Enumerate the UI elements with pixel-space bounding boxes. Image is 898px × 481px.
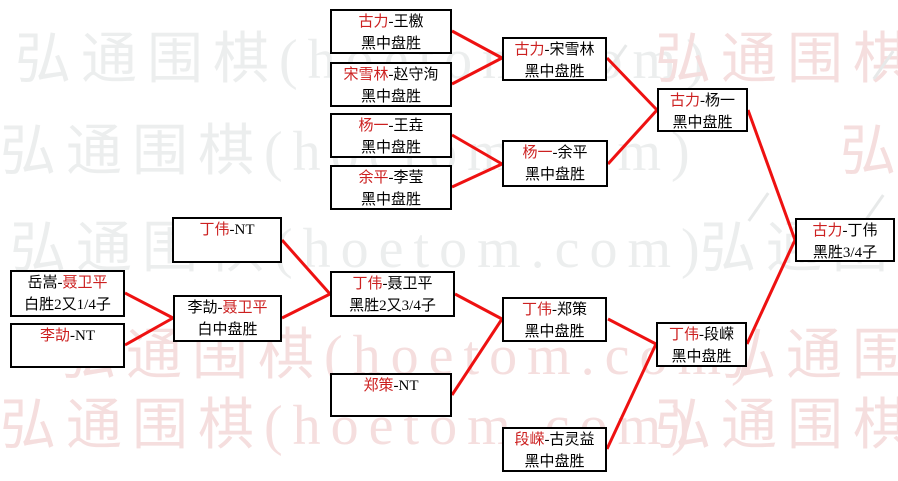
match-box-dingwei-nieweiping: 丁伟-聂卫平 黑胜2又3/4子: [330, 271, 455, 317]
connector-line: [451, 56, 503, 86]
match-players: 李劼-聂卫平: [187, 300, 268, 316]
watermark-text: 弘通围棋(hoetom.com): [10, 218, 710, 280]
match-result: 白胜2又1/4子: [24, 297, 111, 313]
match-box-dingwei-duanrong: 丁伟-段嵘 黑中盘胜: [656, 322, 747, 367]
connector-line: [605, 56, 659, 112]
connector-line: [450, 318, 504, 396]
connector-line: [745, 239, 797, 345]
match-players: 丁伟-郑策: [521, 302, 587, 318]
match-box-dingwei-zhengce: 丁伟-郑策 黑中盘胜: [502, 297, 607, 342]
match-box-dingwei-nt: 丁伟-NT: [172, 217, 282, 263]
match-result: 黑中盘胜: [360, 140, 421, 156]
match-players: 古力-宋雪林: [514, 42, 595, 58]
match-box-guli-yangyi: 古力-杨一 黑中盘胜: [657, 88, 748, 132]
match-result: 黑中盘胜: [360, 192, 421, 208]
watermark-text: 弘通围棋(hoetom.com): [655, 395, 898, 457]
connector-line: [124, 291, 174, 320]
connector-line: [454, 292, 503, 321]
match-box-lijie-nt: 李劼-NT: [10, 323, 125, 368]
match-box-zhengce-nt: 郑策-NT: [330, 373, 452, 417]
connector-line: [451, 162, 503, 189]
connector-line: [746, 109, 797, 241]
match-result: 黑中盘胜: [524, 324, 585, 340]
match-box-yuesong-nieweiping: 岳嵩-聂卫平 白胜2又1/4子: [10, 270, 125, 317]
match-box-final-guli-dingwei: 古力-丁伟 黑胜3/4子: [795, 218, 895, 262]
match-result: 白中盘胜: [197, 322, 258, 338]
match-result: 黑胜2又3/4子: [349, 298, 436, 314]
connector-line: [607, 317, 657, 346]
match-players: 宋雪林-赵守洵: [343, 67, 439, 83]
match-result: [332, 397, 450, 398]
match-players: 古力-王檄: [358, 14, 424, 30]
connector-line: [605, 343, 658, 450]
match-players: 杨一-王垚: [358, 118, 424, 134]
connector-line: [606, 108, 659, 166]
match-players: 丁伟-聂卫平: [352, 276, 433, 292]
match-players: 丁伟-NT: [199, 222, 255, 238]
watermark-text: 弘通围棋(hoetom.com): [840, 121, 898, 183]
match-box-lijie-nieweiping: 李劼-聂卫平 白中盘胜: [173, 295, 282, 342]
match-box-duanrong-gulingyi: 段嵘-古灵益 黑中盘胜: [502, 427, 607, 472]
match-result: 黑中盘胜: [672, 115, 733, 131]
match-players: 段嵘-古灵益: [514, 432, 595, 448]
match-players: 李劼-NT: [39, 328, 95, 344]
match-result: 黑中盘胜: [360, 89, 421, 105]
match-result: 黑中盘胜: [671, 349, 732, 365]
match-result: [12, 347, 123, 348]
match-box-guli-songxuelin: 古力-宋雪林 黑中盘胜: [502, 37, 607, 81]
match-box-guli-wangxi: 古力-王檄 黑中盘胜: [330, 9, 452, 54]
match-players: 郑策-NT: [363, 378, 419, 394]
watermark-text: 弘通围棋(hoetom.com): [655, 29, 898, 91]
match-players: 岳嵩-聂卫平: [27, 275, 108, 291]
match-result: 黑中盘胜: [524, 167, 585, 183]
match-result: 黑中盘胜: [524, 64, 585, 80]
match-result: 黑中盘胜: [524, 454, 585, 470]
match-result: [174, 241, 280, 242]
connector-line: [124, 316, 174, 347]
match-result: 黑中盘胜: [360, 36, 421, 52]
match-result: 黑胜3/4子: [812, 245, 878, 261]
match-box-yuping-liying: 余平-李莹 黑中盘胜: [330, 165, 452, 210]
match-players: 古力-杨一: [669, 93, 735, 109]
connector-line: [280, 239, 332, 295]
match-players: 丁伟-段嵘: [668, 327, 734, 343]
match-box-songxuelin-zhaoshouxun: 宋雪林-赵守洵 黑中盘胜: [330, 62, 452, 107]
match-players: 余平-李莹: [358, 170, 424, 186]
match-players: 古力-丁伟: [812, 223, 878, 239]
connector-line: [451, 29, 503, 60]
match-players: 杨一-余平: [522, 145, 588, 161]
match-box-yangyi-yuping: 杨一-余平 黑中盘胜: [502, 140, 608, 187]
match-box-yangyi-wangyao: 杨一-王垚 黑中盘胜: [330, 113, 452, 158]
connector-line: [281, 292, 331, 320]
connector-line: [451, 133, 503, 166]
